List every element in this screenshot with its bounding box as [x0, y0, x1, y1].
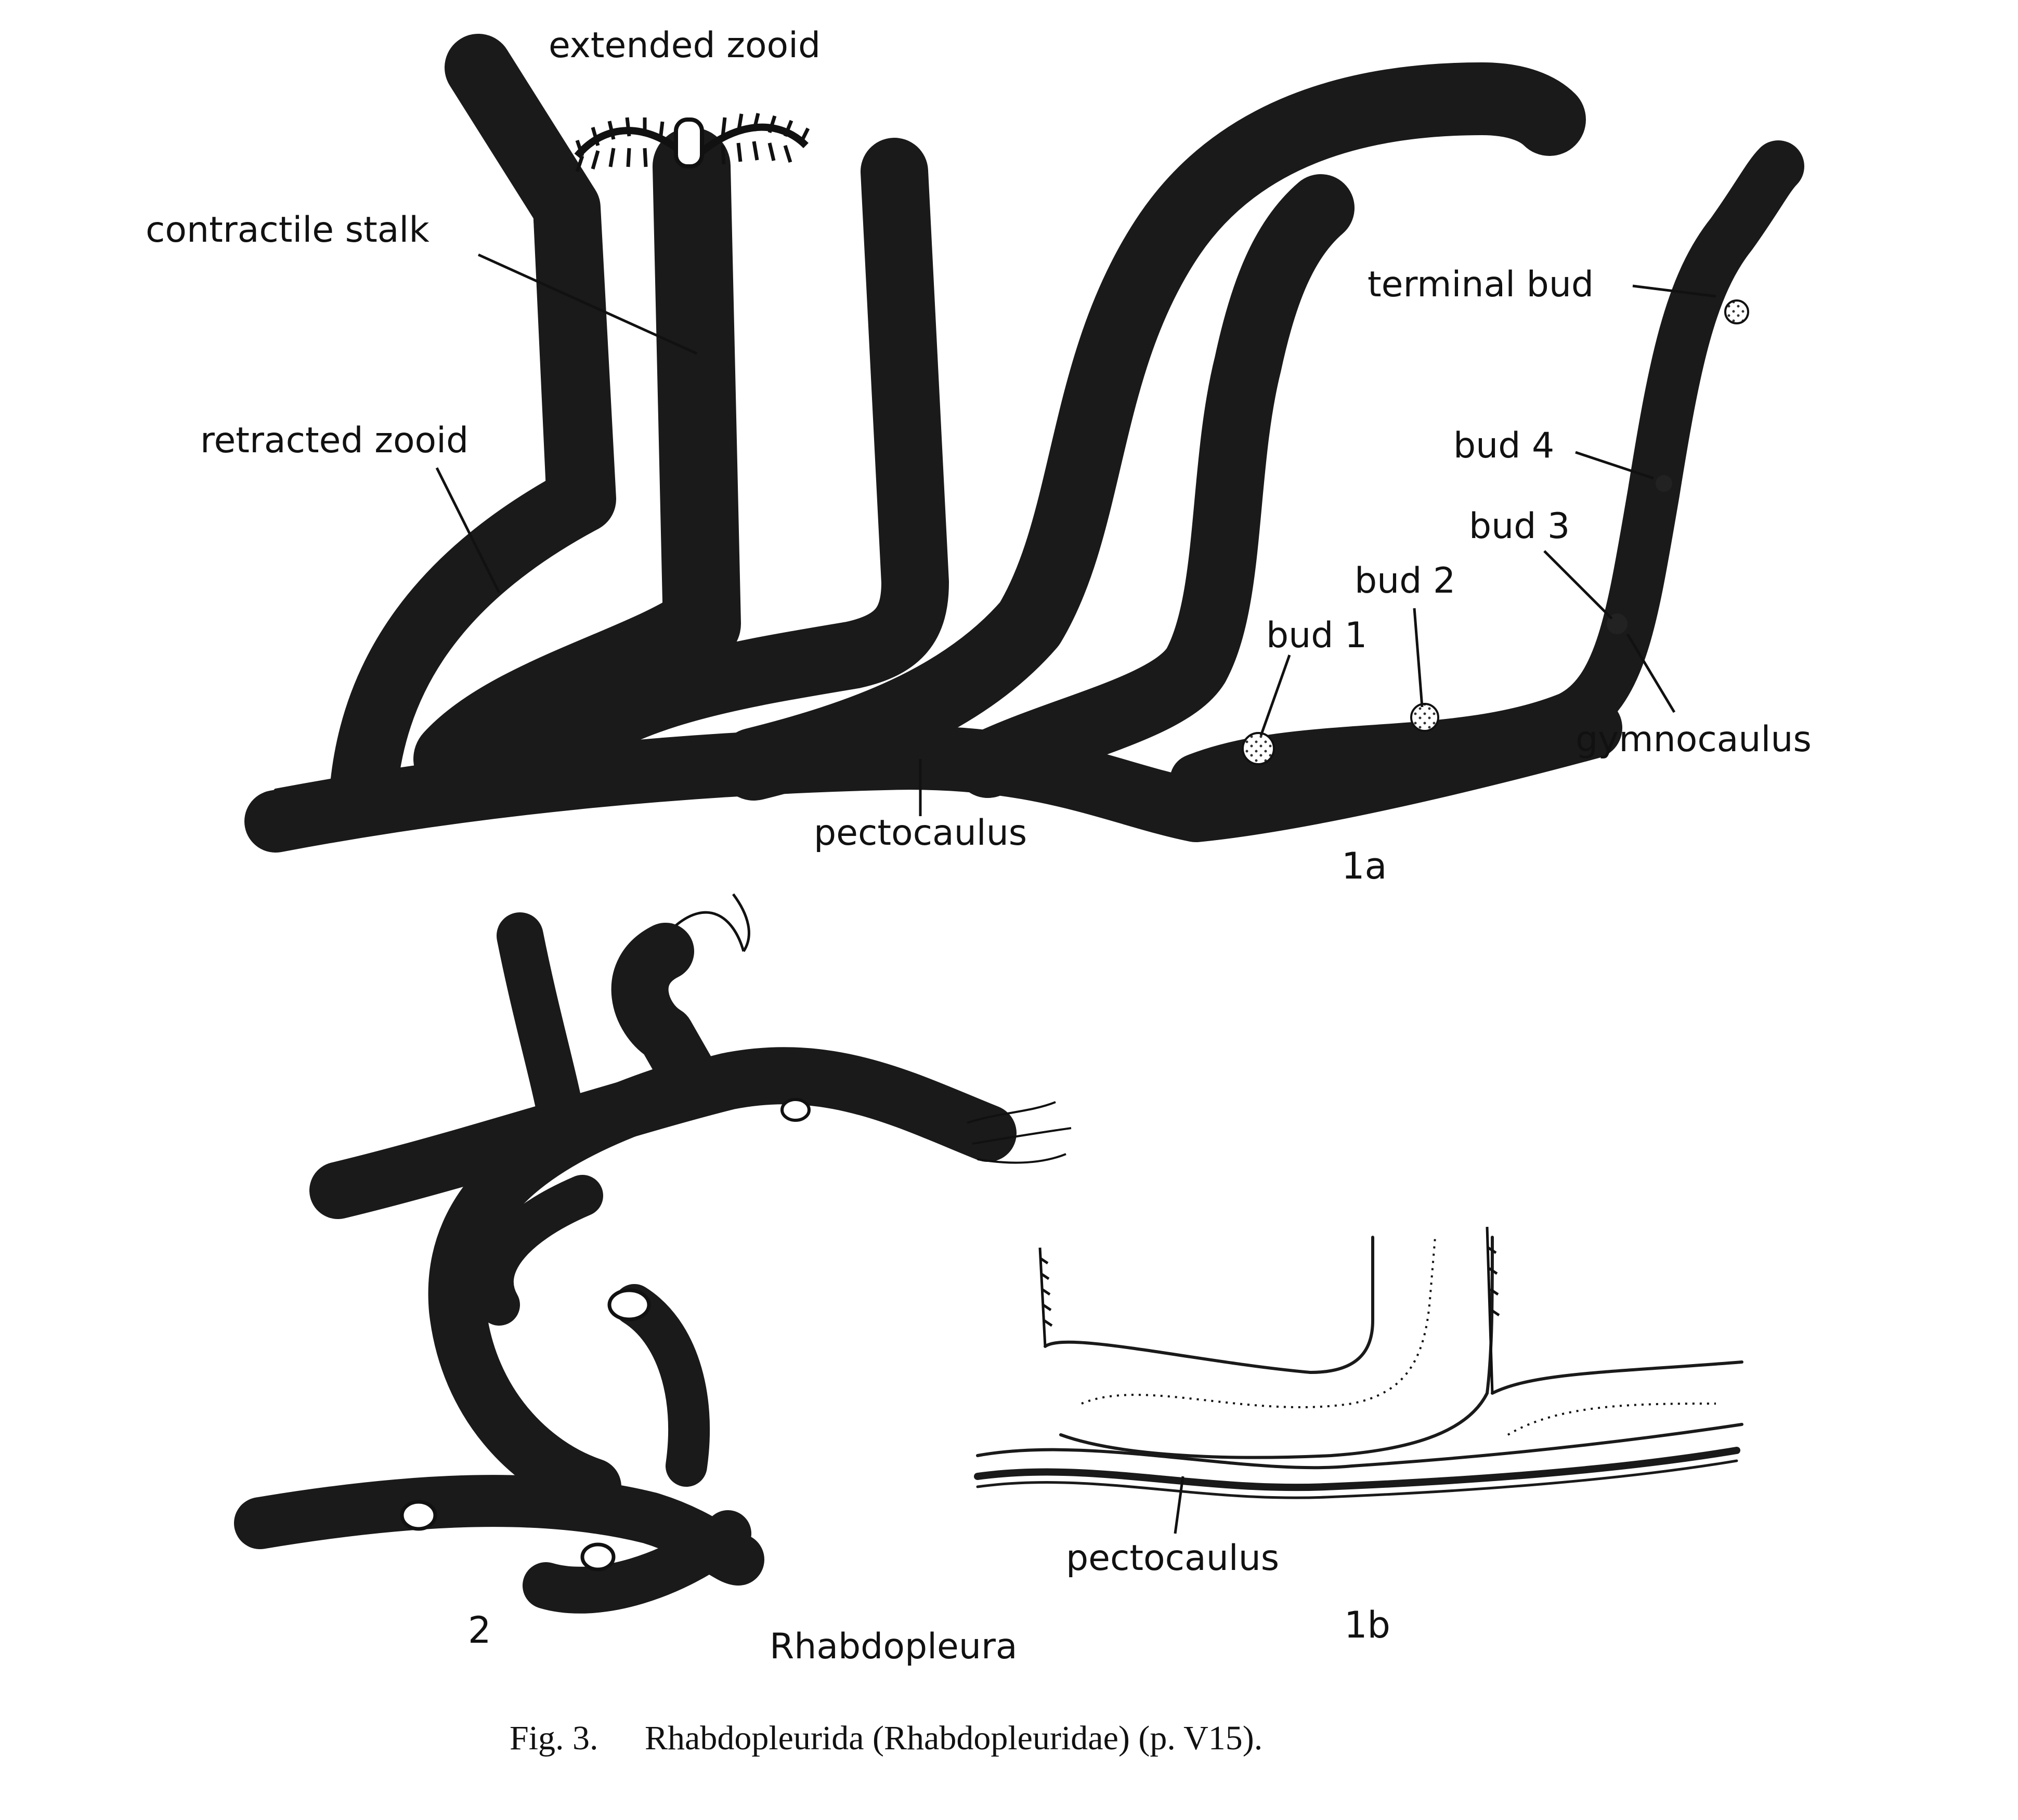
fig1b-stolon-bottom — [976, 1459, 1738, 1499]
arching-zooid-outline — [752, 97, 1551, 766]
fig2-loop-outline — [455, 1090, 678, 1488]
leader-terminal-bud — [1632, 284, 1716, 298]
fourth-zooid-stipple — [1196, 468, 1243, 587]
leader-gymnocaulus — [1626, 633, 1676, 713]
panel-number-1a: 1a — [1342, 845, 1387, 887]
fig2-tube-opening-top — [607, 1288, 651, 1321]
fig1b-stolon-top — [976, 1423, 1743, 1470]
bud-1-marker — [1242, 732, 1275, 765]
label-bud-4: bud 4 — [1453, 425, 1554, 466]
figure-1b: pectocaulus 1b — [974, 1226, 1743, 1646]
terminal-bud-marker — [1724, 299, 1749, 324]
label-retracted-zooid: retracted zooid — [200, 420, 468, 461]
label-bud-1: bud 1 — [1266, 615, 1367, 656]
fig1b-right-spine — [1486, 1226, 1500, 1394]
leader-bud-2 — [1413, 608, 1424, 708]
bud-2-marker — [1410, 703, 1439, 732]
fig2-lower-outline — [258, 1499, 740, 1561]
leader-retracted-zooid — [435, 467, 501, 594]
fig1b-dotted-inner-1 — [1081, 1237, 1436, 1408]
fig1b-chamber-left — [1044, 1236, 1374, 1374]
fourth-zooid-outline — [986, 206, 1322, 766]
middle-zooid-outline — [539, 170, 917, 771]
genus-label: Rhabdopleura — [770, 1626, 1018, 1667]
fig2-horizontal-outline — [336, 1074, 990, 1192]
label-contractile-stalk: contractile stalk — [146, 210, 429, 251]
retracted-zooid-outline — [362, 66, 584, 787]
fig1b-left-spine — [1038, 1247, 1053, 1347]
fig2-lower-branch-2 — [523, 1510, 751, 1614]
leader-bud-4 — [1575, 451, 1654, 480]
label-bud-3: bud 3 — [1469, 506, 1570, 547]
leader-contractile-stalk — [477, 253, 698, 355]
figure-2: 2 — [234, 893, 1072, 1652]
label-extended-zooid: extended zooid — [549, 25, 821, 66]
label-bud-2: bud 2 — [1355, 560, 1455, 601]
fig2-curl-outline — [638, 950, 688, 1072]
fig1b-dotted-inner-2 — [1507, 1403, 1716, 1436]
terminal-branch-outline — [1194, 165, 1780, 781]
stolon-1a-outline-bottom — [274, 747, 1593, 844]
fig2-opening-3 — [780, 1098, 811, 1122]
figure-1a: extended zooid contractile stalk retract… — [146, 25, 1812, 887]
label-pectocaulus-1a: pectocaulus — [814, 813, 1027, 854]
fig2-opening-1 — [400, 1500, 437, 1531]
label-gymnocaulus: gymnocaulus — [1576, 719, 1812, 760]
fig2-inner-loop — [472, 1175, 603, 1326]
panel-number-2: 2 — [468, 1609, 491, 1652]
bud-4-marker — [1656, 475, 1672, 492]
leader-bud-3 — [1543, 550, 1613, 620]
fig1b-pectocaulus — [974, 1447, 1740, 1491]
fig2-upright-outline — [518, 934, 563, 1119]
label-terminal-bud: terminal bud — [1368, 264, 1594, 305]
figure-caption-text: Rhabdopleurida (Rhabdopleuridae) (p. V15… — [645, 1719, 1262, 1757]
fig2-frayed-end — [967, 1101, 1072, 1164]
label-pectocaulus-1b: pectocaulus — [1066, 1538, 1279, 1579]
panel-number-1b: 1b — [1344, 1604, 1390, 1646]
fig1b-right-chamber — [1491, 1360, 1743, 1395]
fig2-opening-2 — [580, 1542, 616, 1572]
extended-zooid-crown — [574, 113, 810, 173]
leader-bud-1 — [1259, 654, 1291, 736]
fig2-standing-tube — [614, 1284, 710, 1487]
figure-caption-prefix: Fig. 3. — [510, 1719, 598, 1757]
fig2-curl-tip — [675, 893, 750, 952]
extended-zooid-outline — [451, 165, 704, 761]
leader-pectocaulus-1b — [1174, 1476, 1184, 1534]
